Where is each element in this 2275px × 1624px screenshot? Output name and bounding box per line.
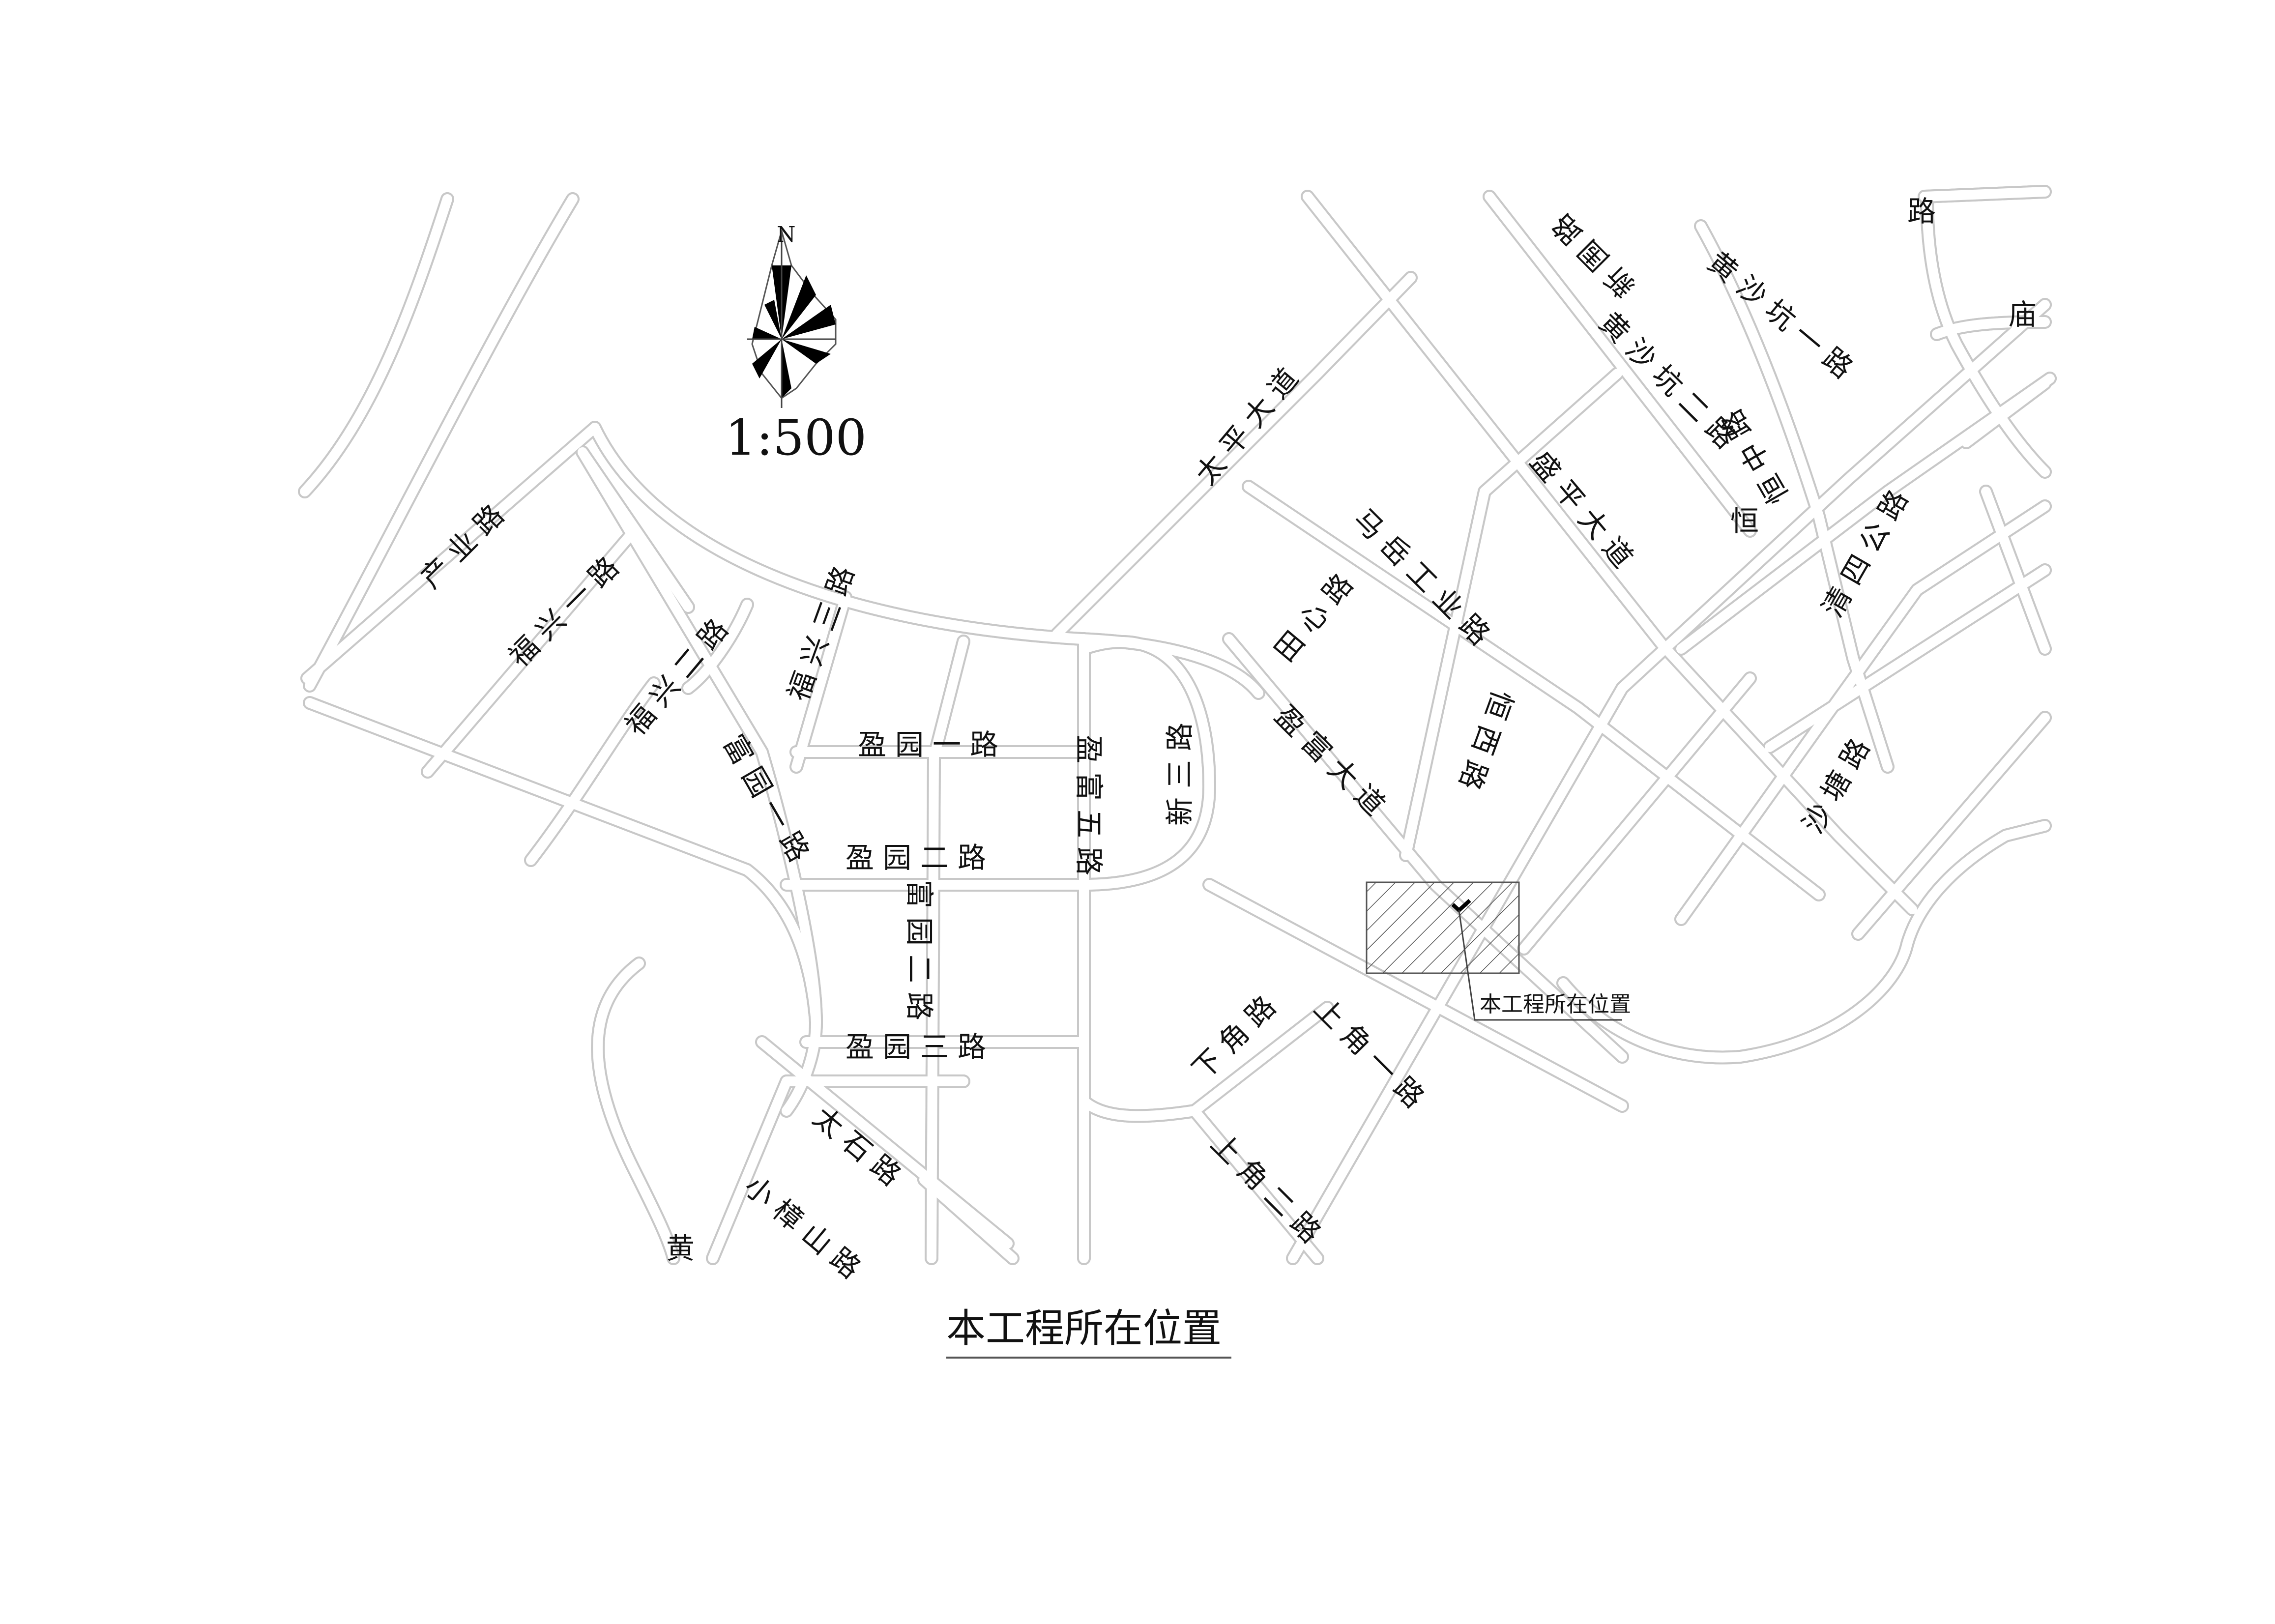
road-label-yingyuan1: 盈园一路 bbox=[858, 728, 1007, 761]
road-label-shengping: 盛平大道 bbox=[1523, 445, 1645, 581]
road-label-xiaozhangshan: 小樟山路 bbox=[738, 1169, 874, 1291]
north-arrow-icon: N bbox=[747, 222, 837, 408]
road-label-taiping: 太平大道 bbox=[1189, 355, 1311, 491]
road-label-yingyuan2: 盈园二路 bbox=[846, 841, 995, 874]
road-label-chanye: 产业路 bbox=[414, 492, 517, 595]
project-site: 本工程所在位置 bbox=[1366, 881, 1631, 1021]
road-label-henxi: 恒西路 bbox=[1450, 686, 1519, 803]
map-caption: 本工程所在位置 bbox=[946, 1305, 1222, 1351]
scale-label: 1:500 bbox=[725, 409, 867, 466]
north-label: N bbox=[777, 222, 796, 247]
road-label-huangshakeng1: 黄沙坑一路 bbox=[1701, 245, 1866, 391]
road-label-fuxing1: 福兴一路 bbox=[502, 544, 632, 673]
road-label-fuyuan2: 富园二路 bbox=[903, 880, 936, 1029]
road-label-lu-top: 路 bbox=[1907, 195, 1945, 228]
road-label-yingfu5: 盈富五路 bbox=[1072, 735, 1106, 884]
site-label: 本工程所在位置 bbox=[1480, 992, 1631, 1017]
road-label-edge-left: 黄 bbox=[666, 1232, 703, 1265]
road-label-tianxin: 田心路 bbox=[1268, 561, 1366, 668]
road-label-yingyuan3: 盈园三路 bbox=[846, 1030, 995, 1064]
road-network bbox=[298, 185, 2057, 1265]
road-label-yingfu: 盈富大道 bbox=[1268, 699, 1398, 828]
road-label-miao: 庙 bbox=[2008, 298, 2045, 331]
road-label-henzhong-b: 恒 bbox=[1730, 504, 1768, 538]
road-label-shangjiao2: 上角二路 bbox=[1204, 1127, 1334, 1256]
road-label-xinsan: 新三路 bbox=[1163, 714, 1196, 826]
